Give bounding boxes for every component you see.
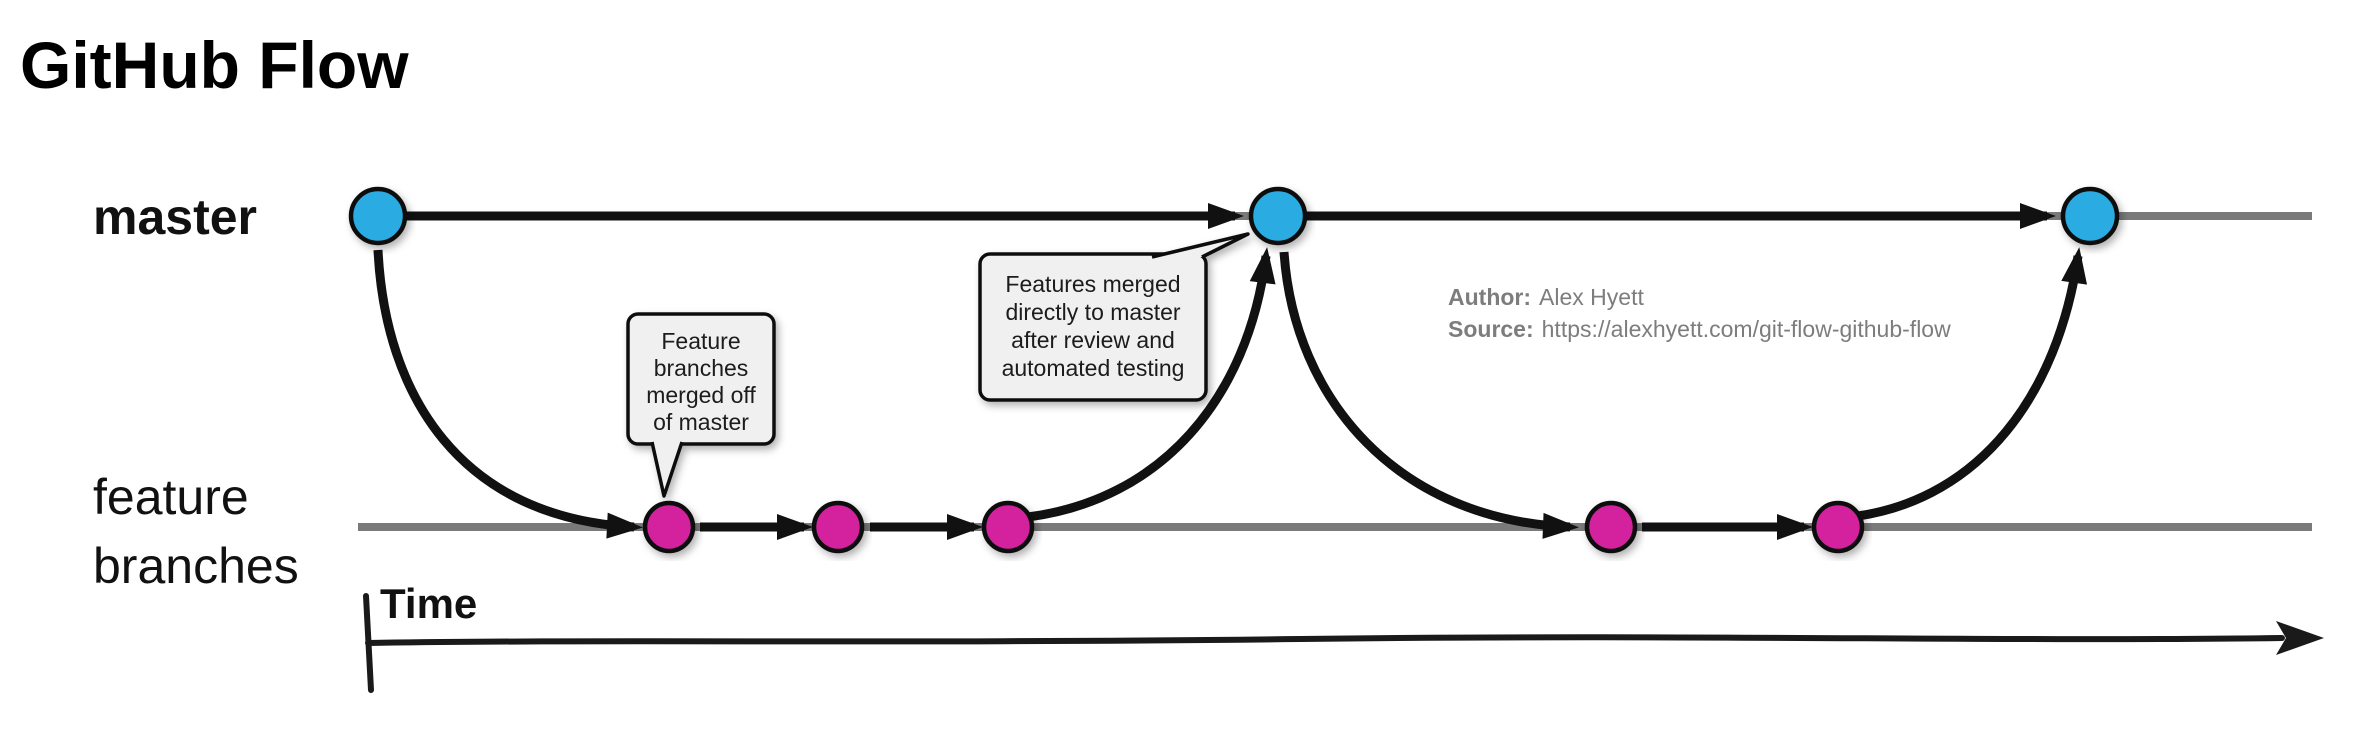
- callout-merge-in-line3: after review and: [1011, 327, 1175, 353]
- callout-branch-off-line3: merged off: [646, 382, 756, 408]
- branch-off-curve-1: [373, 249, 643, 539]
- feature-commit-node-3: [981, 500, 1035, 554]
- callout-branch-off-line2: branches: [654, 355, 749, 381]
- callout-branch-off-tail: [650, 441, 684, 498]
- callout-branch-off: Feature branches merged off of master: [626, 312, 776, 498]
- credits-source-value: https://alexhyett.com/git-flow-github-fl…: [1542, 316, 1951, 342]
- time-axis-line: [365, 634, 2285, 646]
- callout-merge-in-tail: [1151, 232, 1250, 259]
- callout-branch-off-box: [626, 312, 776, 446]
- time-axis-label: Time: [380, 580, 477, 627]
- merge-curve-2: [1857, 247, 2088, 521]
- credits-author-label: Author:: [1448, 284, 1531, 310]
- callout-merge-in-line1: Features merged: [1005, 271, 1180, 297]
- branch-off-curve-2: [1279, 251, 1579, 539]
- lane-label-feature-line2: branches: [93, 538, 299, 594]
- callout-merge-in-box: [978, 252, 1208, 402]
- feature-commit-node-1: [642, 500, 696, 554]
- lane-label-feature-line1: feature: [93, 469, 249, 525]
- master-commit-node-2: [1248, 186, 1308, 246]
- master-commit-node-3: [2060, 186, 2120, 246]
- credits-source-label: Source:: [1448, 316, 1534, 342]
- feature-commit-node-5: [1811, 500, 1865, 554]
- credits-source-line: Source: https://alexhyett.com/git-flow-gi…: [1448, 316, 1951, 342]
- callout-merge-in-line2: directly to master: [1005, 299, 1180, 325]
- time-axis-origin-tick: [363, 593, 374, 693]
- page-title: GitHub Flow: [20, 28, 409, 102]
- feature-commit-node-2: [811, 500, 865, 554]
- lane-label-master: master: [93, 189, 257, 245]
- merge-curve-1: [1027, 247, 1276, 522]
- credits-author-line: Author: Alex Hyett: [1448, 284, 1644, 310]
- credits-author-value: Alex Hyett: [1539, 284, 1644, 310]
- time-axis-arrowhead-icon: [2276, 621, 2324, 655]
- callout-merge-in: Features merged directly to master after…: [978, 232, 1250, 402]
- callout-branch-off-line1: Feature: [661, 328, 740, 354]
- callout-branch-off-line4: of master: [653, 409, 749, 435]
- callout-merge-in-line4: automated testing: [1002, 355, 1185, 381]
- master-commit-node-1: [348, 186, 408, 246]
- feature-commit-node-4: [1584, 500, 1638, 554]
